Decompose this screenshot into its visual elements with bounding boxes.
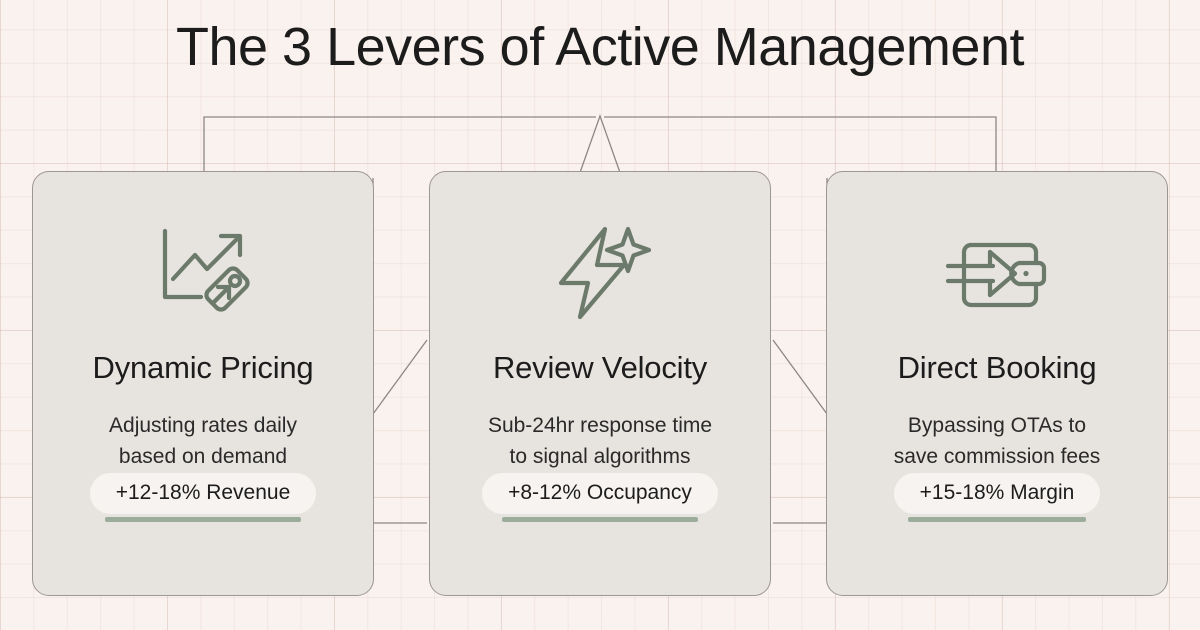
card-desc-line-2: based on demand: [118, 444, 288, 468]
lever-card-dynamic-pricing[interactable]: Dynamic Pricing Adjusting rates daily ba…: [32, 171, 374, 596]
lever-card-direct-booking[interactable]: Direct Booking Bypassing OTAs to save co…: [826, 171, 1168, 596]
card-desc-line-1: Bypassing OTAs to: [907, 414, 1087, 438]
status-badge[interactable]: +12-18% Revenue: [89, 472, 317, 514]
card-desc-line-1: Sub-24hr response time: [487, 414, 713, 438]
page-title: The 3 Levers of Active Management: [176, 17, 1024, 77]
card-title: Dynamic Pricing: [92, 350, 314, 385]
badge-wrapper: +15-18% Margin: [827, 472, 1167, 522]
card-description: Adjusting rates daily based on demand: [91, 411, 315, 472]
card-desc-line-2: save commission fees: [893, 444, 1101, 468]
card-description: Bypassing OTAs to save commission fees: [876, 411, 1119, 472]
card-title: Review Velocity: [492, 350, 708, 385]
badge-wrapper: +8-12% Occupancy: [430, 472, 770, 522]
card-desc-line-2: to signal algorithms: [509, 444, 691, 468]
lever-card-review-velocity[interactable]: Review Velocity Sub-24hr response time t…: [429, 171, 771, 596]
badge-underline: [908, 517, 1086, 522]
card-title: Direct Booking: [897, 350, 1097, 385]
status-badge[interactable]: +15-18% Margin: [893, 472, 1101, 514]
card-description: Sub-24hr response time to signal algorit…: [470, 411, 730, 472]
badge-underline: [105, 517, 301, 522]
status-badge[interactable]: +8-12% Occupancy: [482, 472, 718, 514]
badge-wrapper: +12-18% Revenue: [33, 472, 373, 522]
badge-underline: [502, 517, 698, 522]
chart-uptrend-price-tag-icon: [147, 217, 259, 329]
lightning-bolt-sparkle-icon: [544, 217, 656, 329]
wallet-incoming-arrow-icon: [941, 217, 1053, 329]
lever-cards-row: Dynamic Pricing Adjusting rates daily ba…: [32, 171, 1168, 596]
card-desc-line-1: Adjusting rates daily: [109, 414, 297, 438]
